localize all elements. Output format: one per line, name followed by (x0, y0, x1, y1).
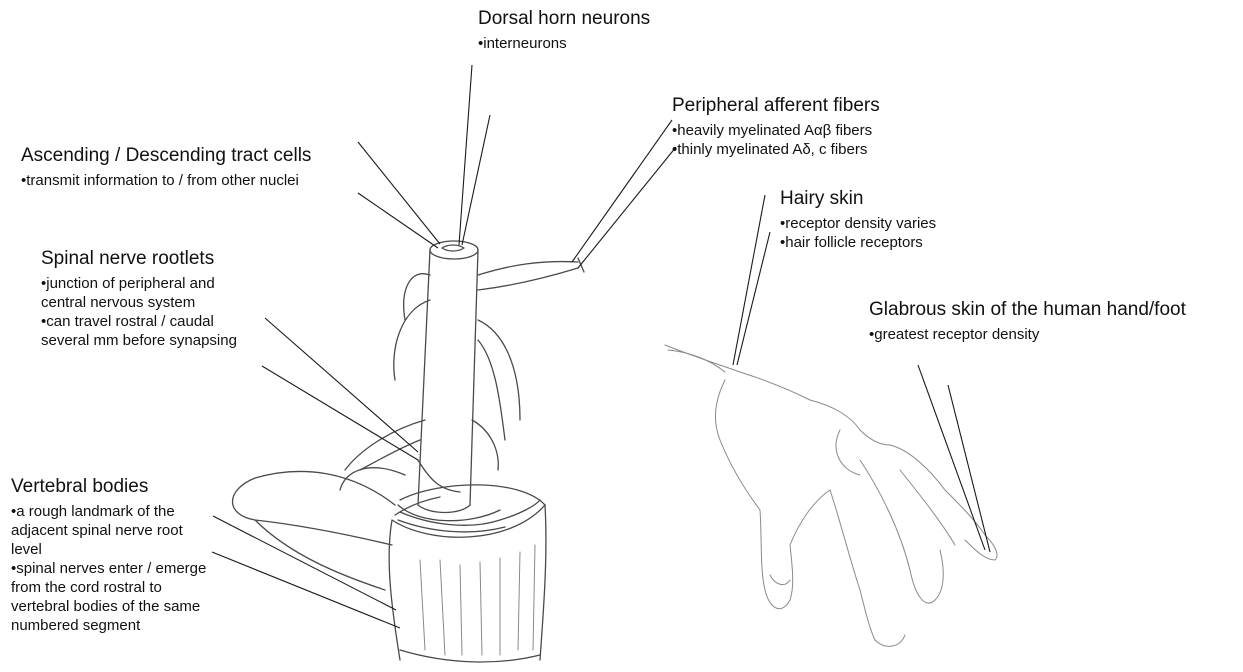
label-item: level (11, 540, 206, 559)
leader-peripheral-2 (578, 147, 676, 268)
label-peripheral-afferent-fibers: Peripheral afferent fibers •heavily myel… (672, 95, 880, 159)
label-spinal-nerve-rootlets: Spinal nerve rootlets •junction of perip… (41, 248, 237, 350)
label-item: •thinly myelinated Aδ, c fibers (672, 140, 880, 159)
vertebral-body-drawing (233, 468, 546, 662)
label-item: •hair follicle receptors (780, 233, 936, 252)
label-title: Glabrous skin of the human hand/foot (869, 299, 1186, 322)
leader-tract-2 (358, 193, 438, 248)
label-item: from the cord rostral to (11, 578, 206, 597)
label-title: Spinal nerve rootlets (41, 248, 237, 271)
label-title: Ascending / Descending tract cells (21, 145, 311, 168)
label-glabrous-skin: Glabrous skin of the human hand/foot •gr… (869, 299, 1186, 344)
leader-hairy-1 (733, 195, 765, 365)
label-item: •can travel rostral / caudal (41, 312, 237, 331)
hand-drawing (665, 345, 997, 646)
leader-dorsal-horn-1 (459, 65, 472, 245)
label-title: Peripheral afferent fibers (672, 95, 880, 118)
label-title: Vertebral bodies (11, 476, 206, 499)
label-item: •interneurons (478, 34, 650, 53)
label-ascending-descending-tract-cells: Ascending / Descending tract cells •tran… (21, 145, 311, 190)
spinal-cord-drawing (345, 241, 584, 521)
label-item: adjacent spinal nerve root (11, 521, 206, 540)
label-title: Hairy skin (780, 188, 936, 211)
leader-peripheral-1 (572, 120, 672, 262)
label-item: •greatest receptor density (869, 325, 1186, 344)
label-item: •transmit information to / from other nu… (21, 171, 311, 190)
label-item: vertebral bodies of the same (11, 597, 206, 616)
label-item: •a rough landmark of the (11, 502, 206, 521)
label-hairy-skin: Hairy skin •receptor density varies •hai… (780, 188, 936, 252)
leader-hairy-2 (737, 232, 770, 365)
label-item: •heavily myelinated Aαβ fibers (672, 121, 880, 140)
label-item: central nervous system (41, 293, 237, 312)
leader-dorsal-horn-2 (462, 115, 490, 245)
label-item: several mm before synapsing (41, 331, 237, 350)
leader-tract-1 (358, 142, 440, 244)
leader-rootlets-1 (265, 318, 418, 452)
label-item: •junction of peripheral and (41, 274, 237, 293)
label-item: •spinal nerves enter / emerge (11, 559, 206, 578)
label-item: numbered segment (11, 616, 206, 635)
leader-glabrous-2 (948, 385, 990, 552)
leader-glabrous-1 (918, 365, 985, 550)
label-dorsal-horn-neurons: Dorsal horn neurons •interneurons (478, 8, 650, 53)
label-item: •receptor density varies (780, 214, 936, 233)
label-vertebral-bodies: Vertebral bodies •a rough landmark of th… (11, 476, 206, 635)
label-title: Dorsal horn neurons (478, 8, 650, 31)
